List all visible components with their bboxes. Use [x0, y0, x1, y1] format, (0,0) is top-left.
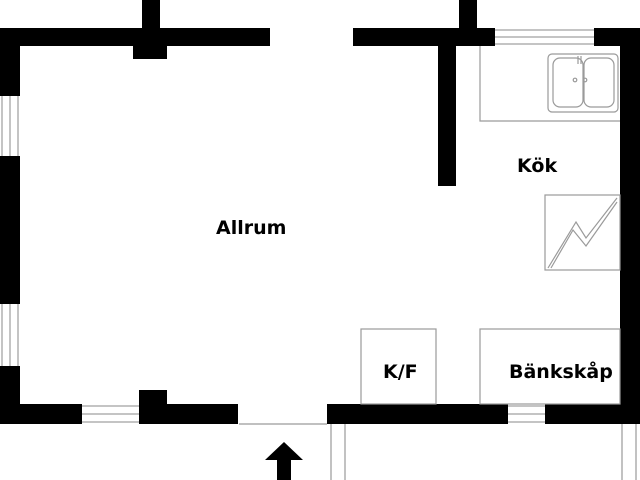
window-bottom-right [508, 405, 545, 423]
wall-top-right [353, 28, 495, 46]
room-label-living: Allrum [216, 217, 287, 239]
stove-icon [544, 194, 621, 271]
wall-bottom-far-right [545, 404, 640, 424]
room-label-cabinet: Bänkskåp [509, 361, 613, 383]
windows [1, 29, 594, 423]
window-top-right [495, 29, 594, 45]
double-sink-icon [547, 53, 619, 113]
room-label-kitchen: Kök [517, 155, 558, 177]
window-bottom-left [82, 405, 139, 423]
pillar-top [133, 28, 167, 59]
cabinet-box [479, 328, 621, 405]
pillar-top-right-stub [459, 0, 477, 30]
room-label-fridge: K/F [383, 361, 418, 383]
fridge-box [360, 328, 437, 405]
window-left-lower [1, 304, 19, 366]
wall-bottom-left [0, 404, 82, 424]
pillar-bottom [139, 390, 167, 424]
kitchen-partition-wall [438, 28, 456, 186]
wall-left-middle [0, 156, 20, 304]
wall-right [620, 28, 640, 424]
wall-bottom-right [327, 404, 508, 424]
pillar-top-stub [142, 0, 160, 30]
porch-railings [239, 423, 637, 480]
window-left-upper [1, 96, 19, 156]
entrance-arrow-icon [265, 442, 303, 480]
walls [0, 0, 640, 424]
kitchen-counter [479, 46, 620, 122]
wall-left-upper [0, 28, 20, 96]
